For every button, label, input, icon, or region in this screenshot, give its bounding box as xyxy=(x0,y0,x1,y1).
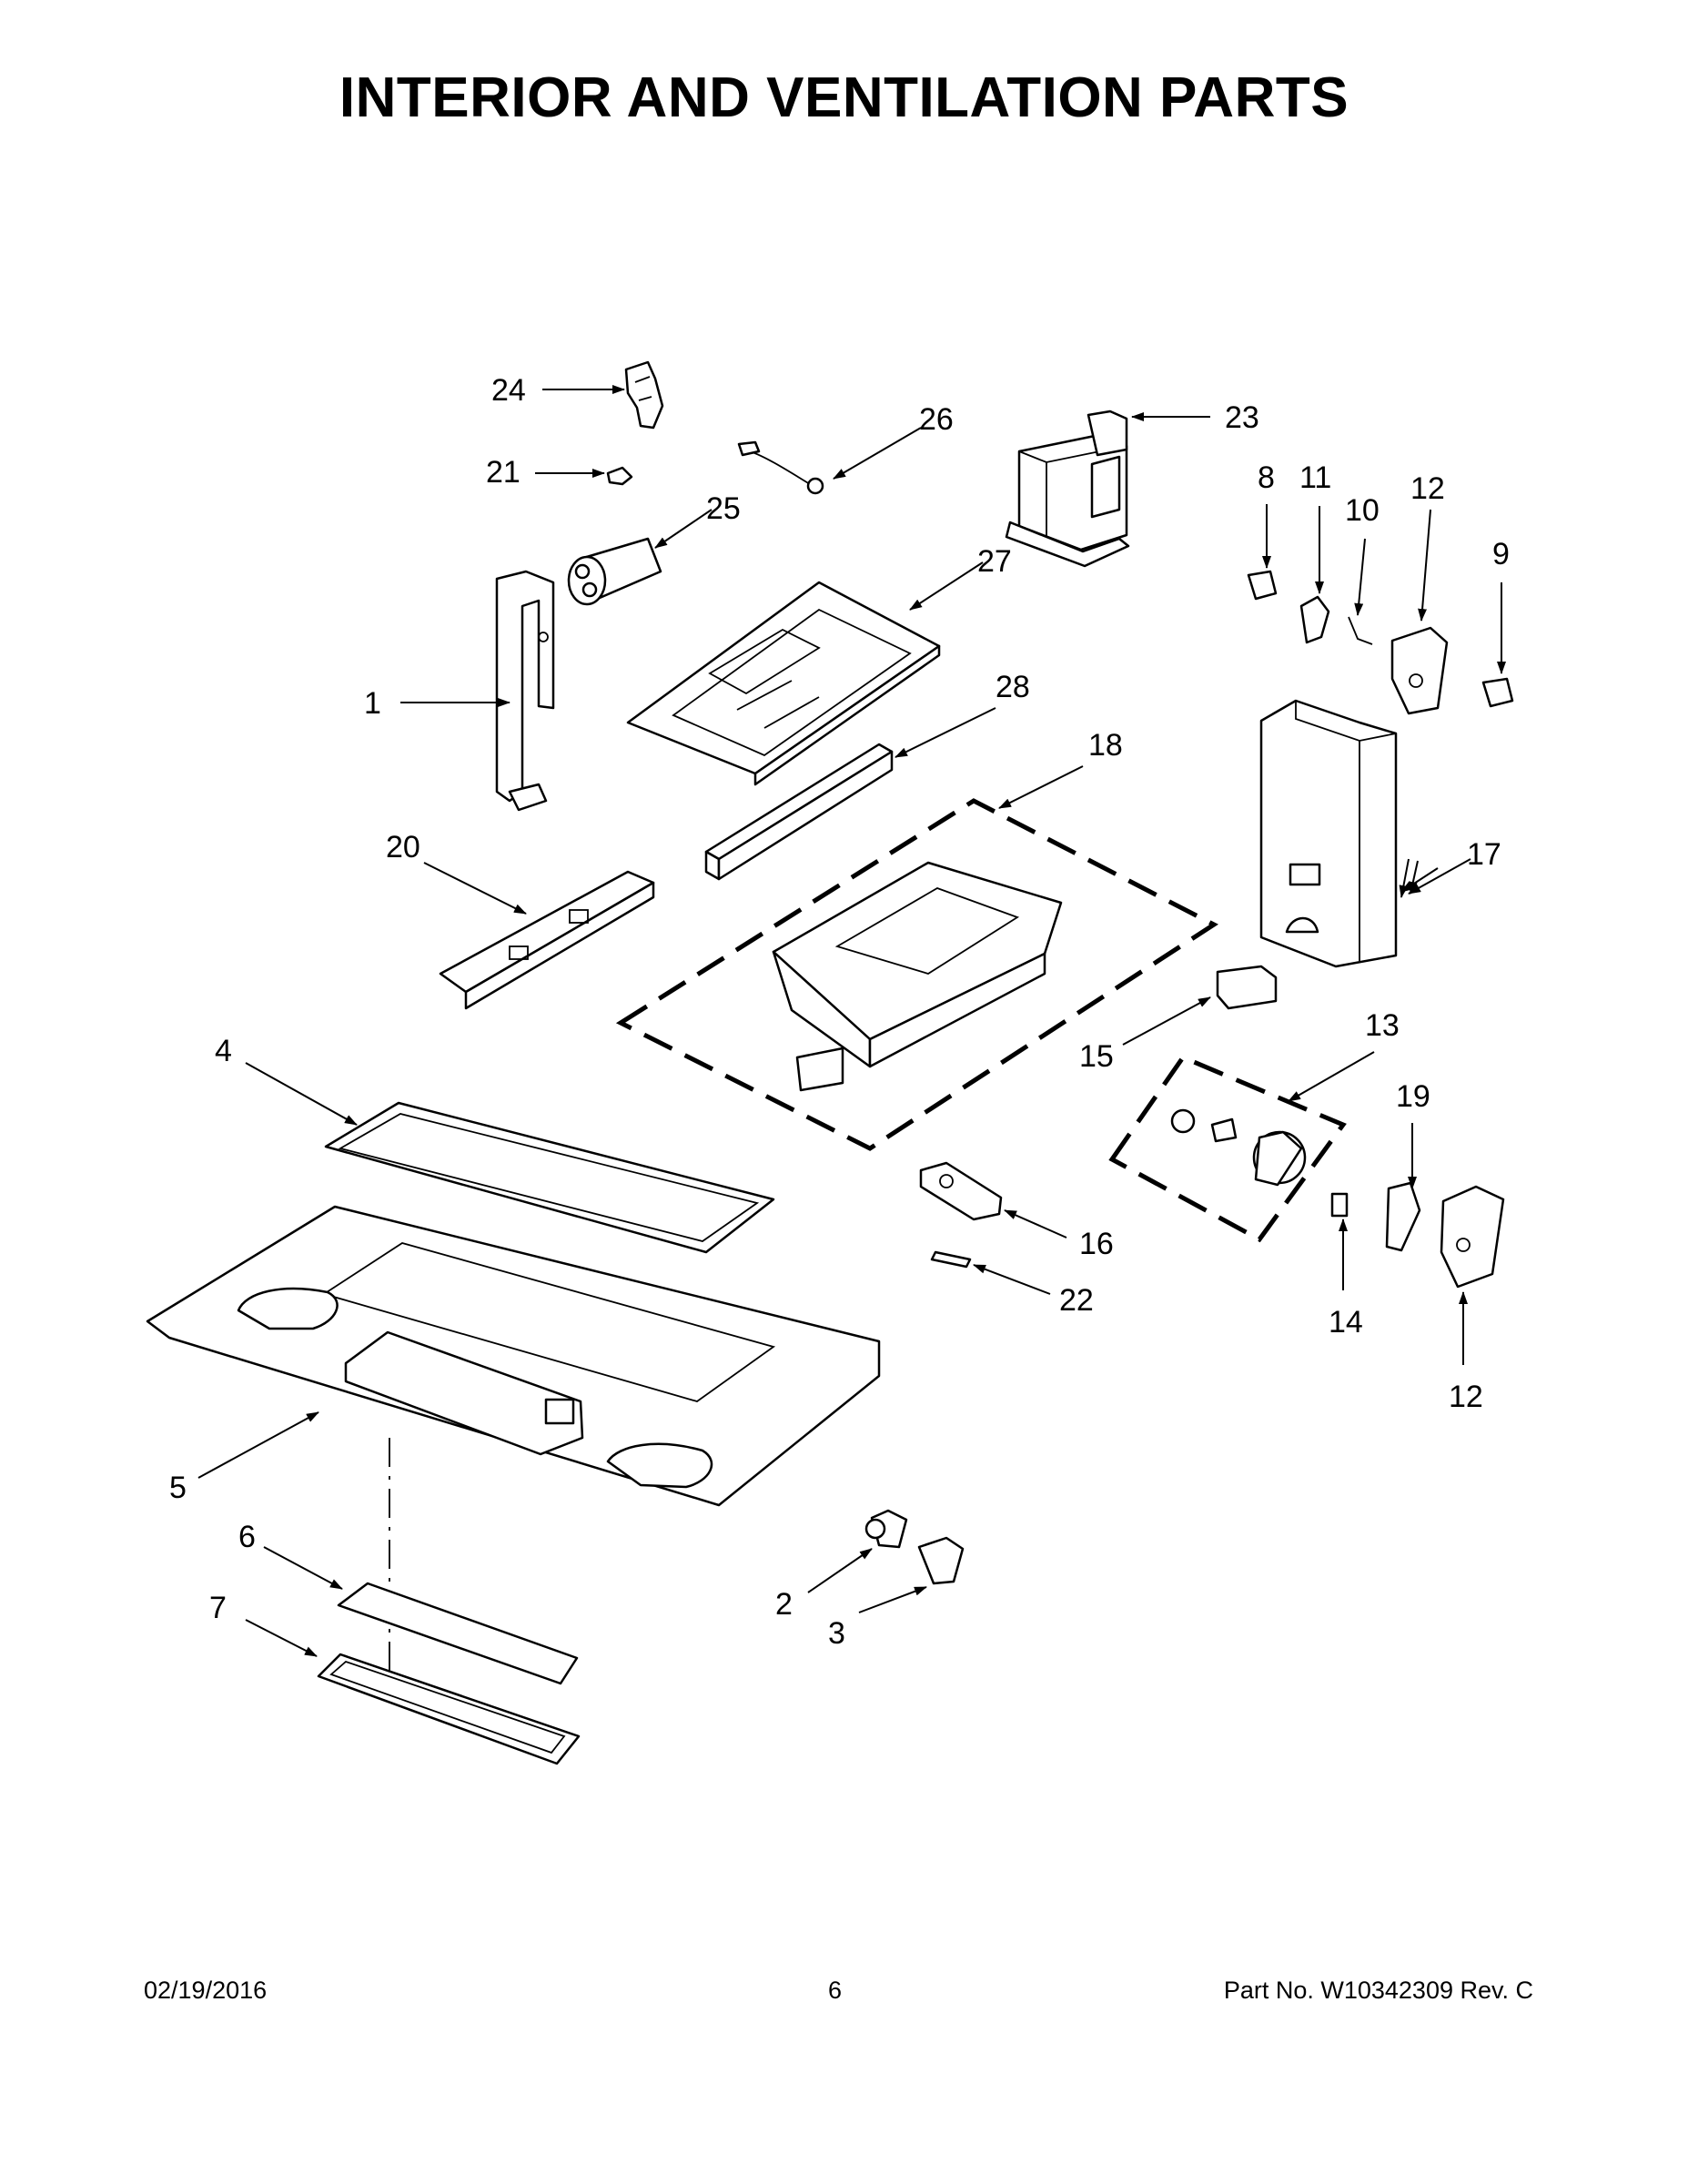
part-5-bottom-plate xyxy=(146,1205,881,1507)
part-28-bar xyxy=(704,743,894,881)
part-11-switch xyxy=(1299,595,1330,644)
page-title: INTERIOR AND VENTILATION PARTS xyxy=(339,66,1349,129)
part-21-pin xyxy=(930,1250,972,1269)
callout-17: 17 xyxy=(1467,837,1501,872)
callout-leaders xyxy=(197,385,1506,1657)
part-16-bracket xyxy=(919,1161,1003,1221)
part-13-dashed-box xyxy=(1108,1054,1347,1243)
part-26-wire xyxy=(737,440,824,495)
callout-11: 11 xyxy=(1299,460,1331,495)
part-10-spring xyxy=(1348,616,1373,645)
callout-5: 5 xyxy=(169,1471,187,1505)
callout-8: 8 xyxy=(1258,460,1275,495)
footer-page-number: 6 xyxy=(828,1977,843,2004)
callout-19: 19 xyxy=(1396,1079,1430,1114)
callout-26: 26 xyxy=(919,402,954,437)
part-8-connector xyxy=(1247,570,1278,601)
part-7-frame xyxy=(317,1653,581,1765)
callout-2: 2 xyxy=(775,1587,793,1622)
callout-28: 28 xyxy=(996,670,1030,704)
part-2-socket xyxy=(864,1509,908,1549)
callout-9: 9 xyxy=(1492,537,1510,571)
part-27-plate xyxy=(626,581,941,786)
part-4-filter xyxy=(324,1101,775,1254)
callout-12-top: 12 xyxy=(1410,471,1445,506)
part-23-transformer xyxy=(1005,410,1130,568)
callout-10: 10 xyxy=(1345,493,1380,528)
callout-3: 3 xyxy=(828,1616,845,1651)
callout-25: 25 xyxy=(706,491,741,526)
part-18-tray xyxy=(772,861,1063,1092)
part-14-fuse xyxy=(1330,1192,1349,1218)
part-18-dashed-box xyxy=(615,798,1218,1151)
part-22-clip xyxy=(606,466,633,486)
part-12-switch-top xyxy=(1390,626,1449,715)
callout-27: 27 xyxy=(977,544,1012,579)
part-15-block xyxy=(1216,965,1278,1010)
callout-13: 13 xyxy=(1365,1008,1400,1043)
callout-21: 22 xyxy=(1059,1283,1094,1318)
part-24-clip xyxy=(624,360,664,430)
part-20-rail xyxy=(439,870,655,1010)
part-1-bracket xyxy=(495,570,555,812)
callout-24: 24 xyxy=(491,373,526,408)
part-3-lamp-holder xyxy=(917,1536,965,1585)
callout-labels: 24 21 26 23 25 27 1 28 18 8 11 10 12 9 1… xyxy=(169,373,1510,1651)
callout-12-bottom: 12 xyxy=(1449,1380,1483,1414)
callout-1: 1 xyxy=(364,686,381,721)
callout-23: 23 xyxy=(1225,400,1259,435)
part-6-cover xyxy=(337,1582,579,1685)
footer-part-number: Part No. W10342309 Rev. C xyxy=(1223,1977,1533,2004)
callout-15: 15 xyxy=(1079,1039,1114,1074)
part-19-switch xyxy=(1385,1181,1421,1252)
part-17-duct xyxy=(1259,699,1398,968)
callout-22: 21 xyxy=(486,455,521,490)
callout-14: 14 xyxy=(1329,1305,1363,1340)
part-9-connector xyxy=(1481,677,1514,708)
callout-18: 18 xyxy=(1088,728,1123,763)
footer-date: 02/19/2016 xyxy=(144,1977,268,2004)
callout-16: 16 xyxy=(1079,1227,1114,1261)
callout-7: 7 xyxy=(209,1591,227,1625)
callout-6: 6 xyxy=(238,1520,256,1554)
part-13-motor xyxy=(1170,1108,1307,1187)
part-25-capacitor xyxy=(567,537,662,606)
part-12-switch-bottom xyxy=(1440,1185,1505,1289)
callout-4: 4 xyxy=(215,1034,232,1068)
callout-20: 20 xyxy=(386,830,420,864)
